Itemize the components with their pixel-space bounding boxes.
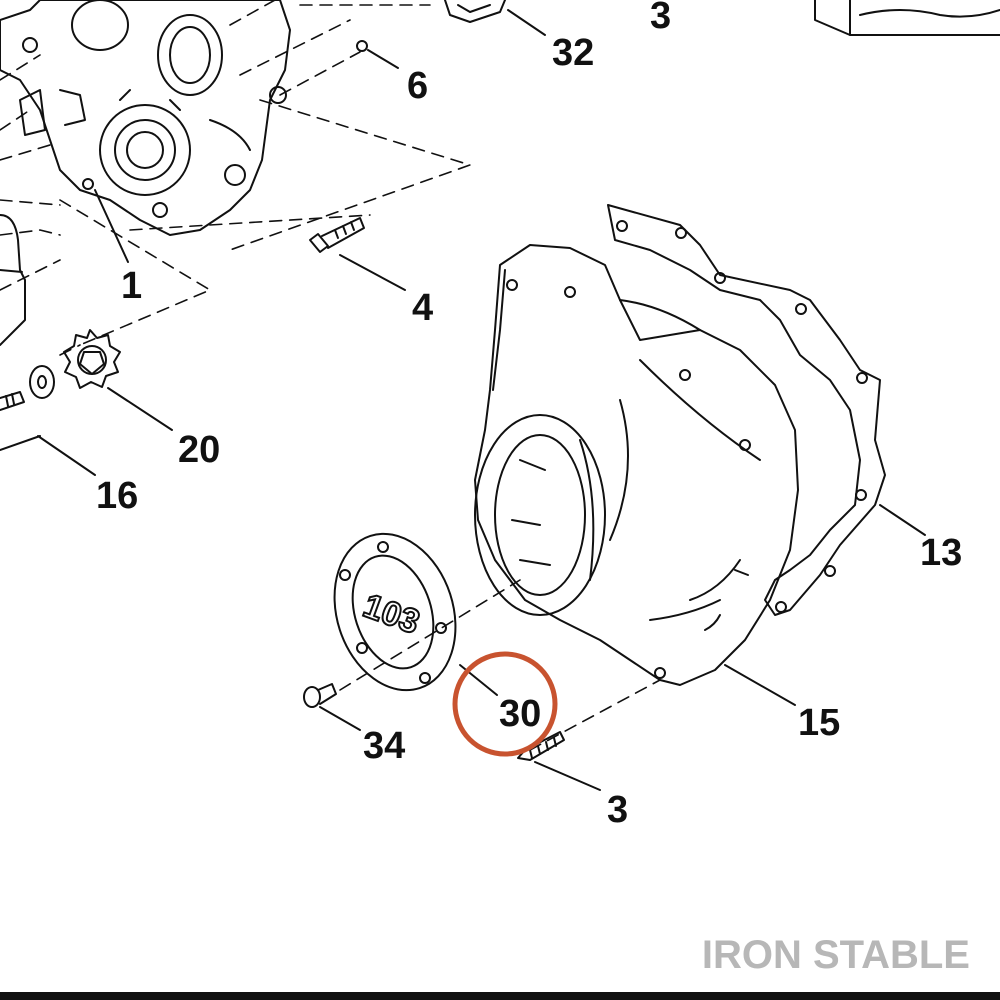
part-6-dowel	[356, 40, 368, 52]
part-30-derby-cover	[333, 532, 457, 692]
callout-32: 32	[552, 32, 594, 74]
part-34-screw	[303, 683, 337, 708]
derby-badge-text: 103	[358, 587, 424, 642]
washer-part	[29, 365, 55, 399]
part-4-screw	[309, 217, 365, 253]
leader-lines	[0, 9, 926, 791]
callout-15: 15	[798, 702, 840, 744]
watermark: IRON STABLE	[702, 933, 970, 977]
callout-34: 34	[363, 725, 405, 767]
callout-1: 1	[121, 265, 142, 307]
part-20-sprocket	[63, 329, 121, 389]
part-13-gasket	[607, 204, 886, 616]
callout-4: 4	[412, 287, 433, 329]
callout-16: 16	[96, 475, 138, 517]
top-right-box	[814, 0, 1000, 36]
callout-30: 30	[499, 693, 541, 735]
part-15-cover	[474, 244, 799, 686]
crankcase-part	[0, 0, 291, 236]
callout-13: 13	[920, 532, 962, 574]
callout-6: 6	[407, 65, 428, 107]
part-32	[444, 0, 506, 23]
callout-20: 20	[178, 429, 220, 471]
callout-30-highlight	[452, 651, 558, 757]
left-edge-part	[0, 214, 26, 346]
callout-3-top: 3	[650, 0, 671, 37]
bottom-border	[0, 992, 1000, 1000]
callout-3-bottom: 3	[607, 789, 628, 831]
left-bolt	[0, 391, 25, 411]
